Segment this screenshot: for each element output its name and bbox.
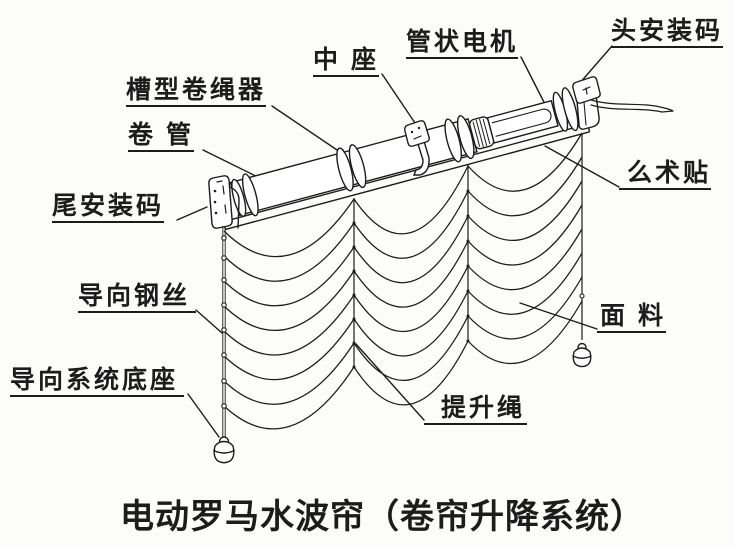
- cord-winder-2: [444, 115, 475, 163]
- label-center-bracket: 中 座: [313, 47, 379, 78]
- label-groove-cord-winder: 槽型卷绳器: [126, 77, 267, 108]
- power-cord: [590, 99, 674, 113]
- label-guide-wire: 导向钢丝: [78, 283, 197, 314]
- guide-base-left: [213, 436, 235, 464]
- leader-fabric: [519, 302, 598, 330]
- cord-junction-dots: [352, 189, 470, 369]
- head-bracket-drawing: [572, 76, 601, 130]
- mounting-rail: [222, 123, 591, 231]
- label-roller-tube: 卷 管: [128, 122, 194, 153]
- center-bracket-drawing: [404, 120, 430, 176]
- label-tail-mounting-bracket: 尾安装码: [52, 193, 165, 224]
- guide-wire-bead-right: [579, 293, 585, 299]
- tube-end-disc: [241, 173, 259, 217]
- lift-cord-lines: [353, 133, 583, 367]
- label-head-mounting-bracket: 头安装码: [611, 18, 724, 49]
- tubular-motor-drawing: [486, 99, 559, 144]
- label-fabric: 面 料: [597, 303, 666, 334]
- headrail-assembly: [222, 87, 591, 231]
- curtain-scallops: [223, 132, 583, 430]
- leader-lift-cord: [355, 343, 425, 421]
- leader-guide-wire: [195, 309, 223, 334]
- leader-lines: [176, 45, 620, 438]
- motor-end-disc: [561, 87, 579, 132]
- guide-wire-beads: [221, 235, 227, 409]
- tail-bracket-drawing: [208, 175, 240, 229]
- leader-guide-system-base: [187, 393, 220, 438]
- leader-center-bracket: [381, 73, 416, 124]
- guide-base-right: [572, 342, 592, 368]
- label-lift-cord: 提升绳: [424, 395, 528, 426]
- cord-winder-1: [336, 144, 367, 192]
- diagram-caption: 电动罗马水波帘（卷帘升降系统）: [120, 498, 645, 536]
- leader-groove-cord-winder: [271, 105, 341, 153]
- label-velcro: 么术贴: [619, 160, 712, 191]
- leader-tail-bracket: [176, 206, 208, 221]
- label-tubular-motor: 管状电机: [406, 29, 519, 60]
- leader-head-bracket: [578, 45, 613, 85]
- label-guide-system-base: 导向系统底座: [10, 367, 185, 398]
